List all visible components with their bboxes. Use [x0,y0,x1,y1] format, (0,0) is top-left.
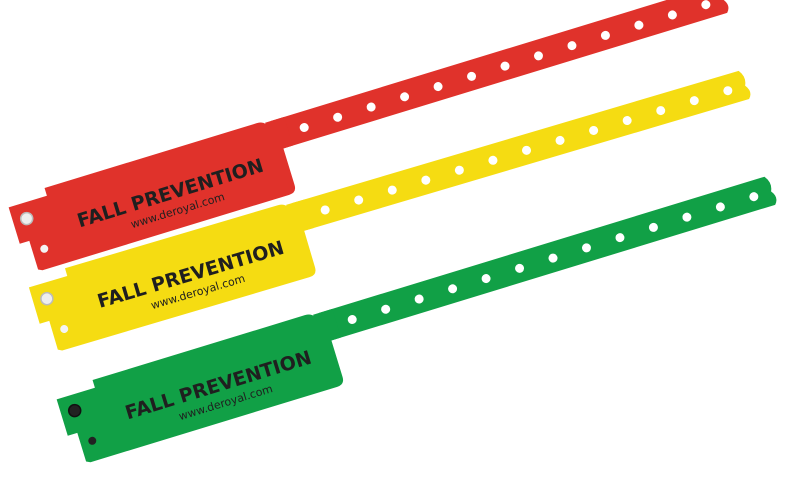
strap-hole [555,135,565,145]
strap-hole [615,233,625,243]
snap-stud-icon [88,436,97,445]
wristband-strap [265,0,729,152]
snap-stud-icon [60,325,69,334]
strap-hole [589,125,599,135]
snap-stud-icon [40,244,49,253]
strap-hole [454,165,464,175]
strap-hole [656,106,666,116]
strap-hole [634,20,644,30]
strap-hole [581,243,591,253]
strap-hole [567,41,577,51]
wristband-tag [8,116,296,271]
snap-rivet-icon [67,403,82,418]
strap-hole [749,192,759,202]
wristband-strap [313,176,777,344]
strap-hole [354,195,364,205]
strap-hole [366,102,376,112]
wristband-tag [28,199,316,351]
strap-hole [682,212,692,222]
strap-hole [414,294,424,304]
strap-hole [648,222,658,232]
strap-hole [701,0,711,10]
strap-hole [533,51,543,61]
strap-hole [320,205,330,215]
strap-hole [667,10,677,20]
strap-hole [467,71,477,81]
strap-hole [433,82,443,92]
strap-hole [548,253,558,263]
strap-hole [723,86,733,96]
snap-rivet-icon [40,291,54,306]
strap-hole [333,112,343,122]
strap-hole [381,304,391,314]
strap-hole [622,116,632,126]
strap-hole [448,284,458,294]
strap-hole [488,155,498,165]
strap-hole [400,92,410,102]
strap-hole [715,202,725,212]
strap-hole [387,185,397,195]
strap-hole [347,314,357,324]
wristband-tag [56,308,344,463]
strap-hole [522,145,532,155]
wristband-strap [286,70,751,234]
snap-rivet-icon [19,211,34,226]
strap-hole [689,96,699,106]
strap-hole [299,122,309,132]
strap-hole [481,274,491,284]
strap-hole [421,175,431,185]
strap-hole [600,30,610,40]
strap-hole [500,61,510,71]
strap-hole [515,263,525,273]
